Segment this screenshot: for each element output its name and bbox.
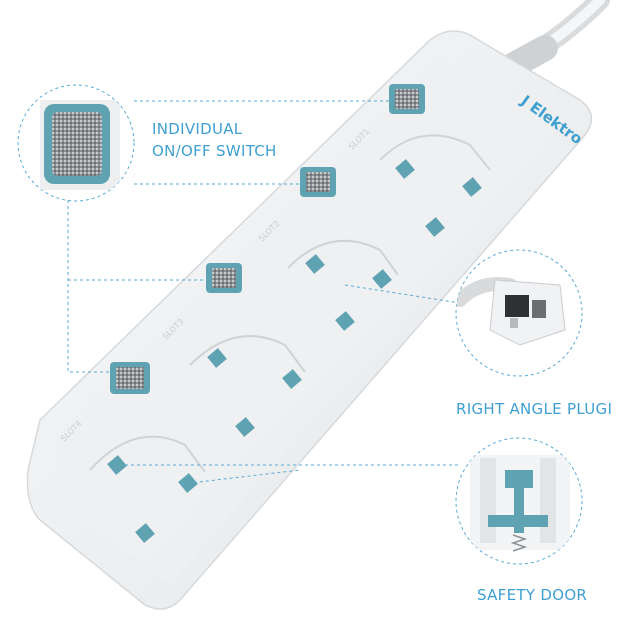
extension-lead-body: [26, 30, 593, 610]
switch-slot-1[interactable]: [389, 84, 425, 114]
socket-2: [287, 239, 399, 331]
switch-zoom-inset: [17, 84, 135, 202]
switch-slot-3[interactable]: [206, 263, 242, 293]
safety-door-zoom-inset: [455, 437, 583, 565]
switch-callout-label: INDIVIDUAL ON/OFF SWITCH: [152, 118, 312, 162]
plug-callout-label: RIGHT ANGLE PLUGI: [456, 400, 613, 418]
switch-slot-2[interactable]: [300, 167, 336, 197]
door-callout-label: SAFETY DOOR: [477, 586, 588, 604]
callout-lines: [67, 100, 461, 485]
switch-slot-4[interactable]: [110, 362, 150, 394]
switch-callout-line2: ON/OFF SWITCH: [152, 142, 277, 160]
socket-1: [379, 134, 491, 237]
socket-3: [189, 335, 306, 437]
plug-zoom-inset: [455, 249, 583, 377]
switch-callout-line1: INDIVIDUAL: [152, 120, 243, 138]
power-cable: [492, 0, 610, 83]
